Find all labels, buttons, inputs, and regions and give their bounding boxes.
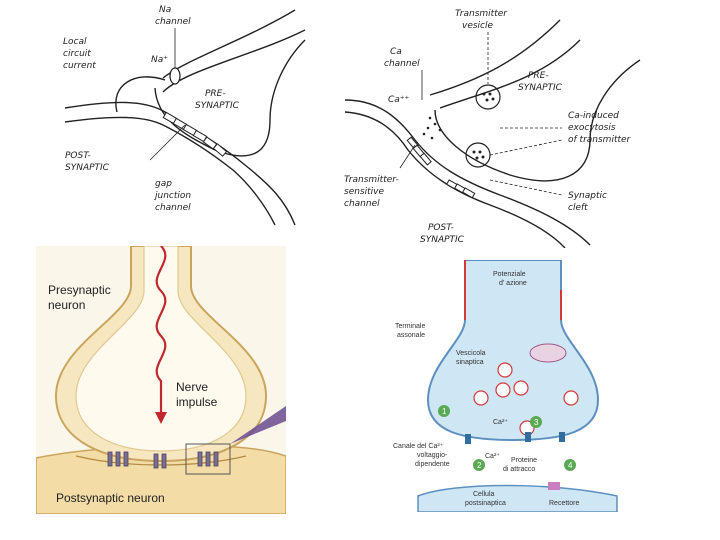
gap-junction-channels [162,111,228,157]
transmitter-sensitive-channels [406,136,476,199]
proteine-label-2: di attracco [503,466,535,473]
impulse-label-1: Nerve [176,380,208,394]
potenziale-label-1: Potenziale [493,271,526,278]
exocytosis-label-1: Ca-induced [568,111,619,121]
local-current-label-2: circuit [63,49,91,59]
presynaptic-terminal [434,59,641,182]
gap-junction-label-2: junction [153,191,191,201]
neuron-illustration-panel: Presynaptic neuron Nerve impulse Postsyn… [35,245,287,515]
canale-label-1: Canale del Ca²⁺ [393,443,444,450]
sensitive-channel-label-3: channel [344,199,380,209]
exocytosis-label-2: exocytosis [568,123,616,133]
presynaptic-label-2: neuron [48,298,85,312]
presynaptic-terminal [154,39,306,157]
nerve-impulse-arrowhead [155,412,167,424]
canale-label-2: voltaggio- [417,452,448,459]
step-2-badge [473,459,485,471]
synaptic-vesicles [473,362,579,436]
postsynaptic-membrane-top [344,99,591,246]
step-4-text: 4 [568,461,573,470]
chemical-synapse-panel: Transmitter vesicle Ca channel Ca⁺⁺ PRE-… [340,0,670,249]
postsynaptic-cell [417,484,618,513]
cellula-label-1: Cellula [473,491,495,498]
electrical-synapse-panel: Na channel Local circuit current Na⁺ PRE… [55,0,315,235]
vescicola-label-1: Vescicola [456,350,486,357]
post-synaptic-label-1: POST- [65,151,91,161]
post-synaptic-label-1: POST- [428,223,454,233]
step-4-badge [564,459,576,471]
axon-terminal [426,259,600,442]
sensitive-channel-label-2: sensitive [344,187,384,197]
presynaptic-axon-bottom [439,39,581,109]
proteine-label-1: Proteine [511,457,537,464]
na-channel-icon [169,67,181,85]
vesicle-label-2: vesicle [462,21,494,31]
pre-synaptic-label-2: SYNAPTIC [195,101,240,111]
canale-label-3: dipendente [415,461,450,468]
exocytosis-label-3: of transmitter [568,135,632,145]
gap-junction-label-1: gap [155,179,172,189]
pre-synaptic-label-1: PRE- [528,71,549,81]
recettore-label: Recettore [549,500,579,507]
no-channel-label-1: Na [159,5,171,15]
ca-ion-label: Ca⁺⁺ [388,95,410,105]
step-1-badge [438,405,450,417]
receptors [107,451,219,469]
cleft-label-1: Synaptic [568,191,607,201]
presynaptic-label-1: Presynaptic [48,283,111,297]
step-2-text: 2 [477,461,482,470]
presynaptic-neuron-inner [75,245,247,452]
postsynaptic-membrane-bottom [64,116,276,226]
step-3-text: 3 [534,418,539,427]
ca-channel-label-1: Ca [390,47,402,57]
pre-synaptic-label-2: SYNAPTIC [518,83,563,93]
cleft-label-2: cleft [568,203,588,213]
local-current-arrow [115,76,166,113]
impulse-label-2: impulse [176,395,218,409]
step-3-badge [530,416,542,428]
terminale-label-2: assonale [397,332,425,339]
post-synaptic-label-2: SYNAPTIC [420,235,465,245]
vescicola-label-2: sinaptica [456,359,484,366]
na-ion-label: Na⁺ [151,55,168,65]
vesicle-dots [422,92,495,160]
no-channel-label-2: channel [155,17,191,27]
zoom-box [185,443,231,475]
cellula-label-2: postsinaptica [465,500,506,507]
local-current-label-1: Local [63,37,87,47]
pre-synaptic-label-1: PRE- [205,89,226,99]
post-synaptic-label-2: SYNAPTIC [65,163,110,173]
sensitive-channel-label-1: Transmitter- [344,175,399,185]
vesicle-label-1: Transmitter [455,9,508,19]
presynaptic-membrane-inner [162,29,306,93]
terminale-label-1: Terminale [395,323,425,330]
presynaptic-axon-top [429,19,561,96]
receptor-icon [548,482,560,490]
local-current-label-3: current [63,61,96,71]
membrane-channels [465,432,565,444]
potenziale-label-2: d' azione [499,280,527,287]
mitochondrion [529,343,567,363]
italian-synapse-panel: 1 2 3 4 Potenziale d' azione Terminale a… [393,259,618,513]
postsynaptic-label: Postsynaptic neuron [56,491,165,505]
gap-junction-label-3: channel [155,203,191,213]
ca-channel-label-2: channel [384,59,420,69]
ca-label-2: Ca²⁺ [485,453,500,460]
step-1-text: 1 [442,407,447,416]
synaptic-cleft [75,455,247,466]
nerve-impulse-arrow [155,245,167,414]
zoom-pointer [230,406,286,444]
ca-label-1: Ca²⁺ [493,419,508,426]
